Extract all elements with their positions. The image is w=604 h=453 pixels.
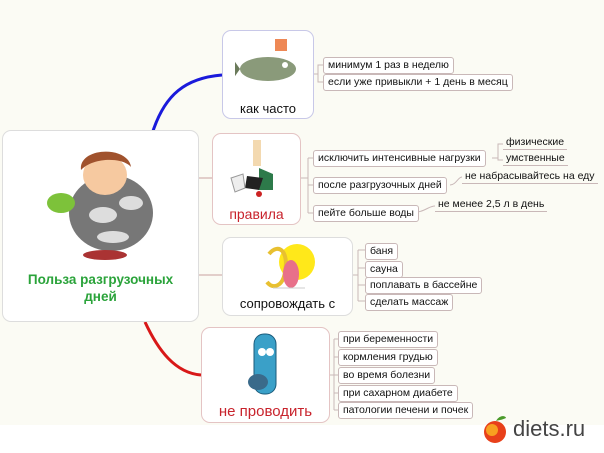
list-item[interactable]: кормления грудью bbox=[338, 349, 438, 366]
sub-item[interactable]: умственные bbox=[503, 152, 568, 166]
list-item[interactable]: сделать массаж bbox=[365, 294, 454, 311]
fish-cartoon-image bbox=[235, 39, 296, 81]
watermark-text: diets.ru bbox=[513, 416, 586, 441]
list-item[interactable]: после разгрузочных дней bbox=[313, 177, 447, 194]
blue-creature-cartoon-image bbox=[248, 333, 277, 395]
branch-how-often[interactable]: как часто bbox=[222, 30, 314, 119]
branch-label: не проводить bbox=[218, 403, 313, 420]
watermark: diets.ru bbox=[482, 414, 585, 444]
list-item[interactable]: баня bbox=[365, 243, 399, 260]
office-worker-cartoon-image bbox=[230, 140, 273, 197]
list-item[interactable]: пейте больше воды bbox=[313, 205, 419, 222]
list-item[interactable]: во время болезни bbox=[338, 367, 436, 384]
list-item[interactable]: патологии печени и почек bbox=[338, 402, 474, 419]
sub-item[interactable]: не менее 2,5 л в день bbox=[435, 198, 548, 212]
sub-item[interactable]: физические bbox=[503, 136, 568, 150]
list-item[interactable]: если уже привыкли + 1 день в месяц bbox=[323, 74, 513, 91]
branch-accompany[interactable]: сопровождать с bbox=[222, 237, 353, 316]
branch-label: сопровождать с bbox=[239, 296, 336, 311]
central-title-line2: дней bbox=[84, 289, 117, 304]
list-item[interactable]: сауна bbox=[365, 261, 403, 278]
list-item[interactable]: исключить интенсивные нагрузки bbox=[313, 150, 486, 167]
shrimp-cartoon-image bbox=[265, 244, 315, 289]
branch-label: как часто bbox=[239, 101, 297, 116]
woman-cartoon-image bbox=[47, 151, 153, 260]
list-item[interactable]: при беременности bbox=[338, 331, 439, 348]
apple-logo-icon bbox=[484, 416, 506, 443]
list-item[interactable]: при сахарном диабете bbox=[338, 385, 458, 402]
list-item[interactable]: поплавать в бассейне bbox=[365, 277, 483, 294]
central-node[interactable]: Польза разгрузочных дней bbox=[2, 130, 199, 322]
sub-item[interactable]: не набрасывайтесь на еду bbox=[462, 170, 598, 184]
central-title-line1: Польза разгрузочных bbox=[27, 272, 174, 287]
branch-do-not[interactable]: не проводить bbox=[201, 327, 330, 423]
list-item[interactable]: минимум 1 раз в неделю bbox=[323, 57, 454, 74]
branch-label: правила bbox=[229, 206, 284, 222]
branch-rules[interactable]: правила bbox=[212, 133, 301, 225]
